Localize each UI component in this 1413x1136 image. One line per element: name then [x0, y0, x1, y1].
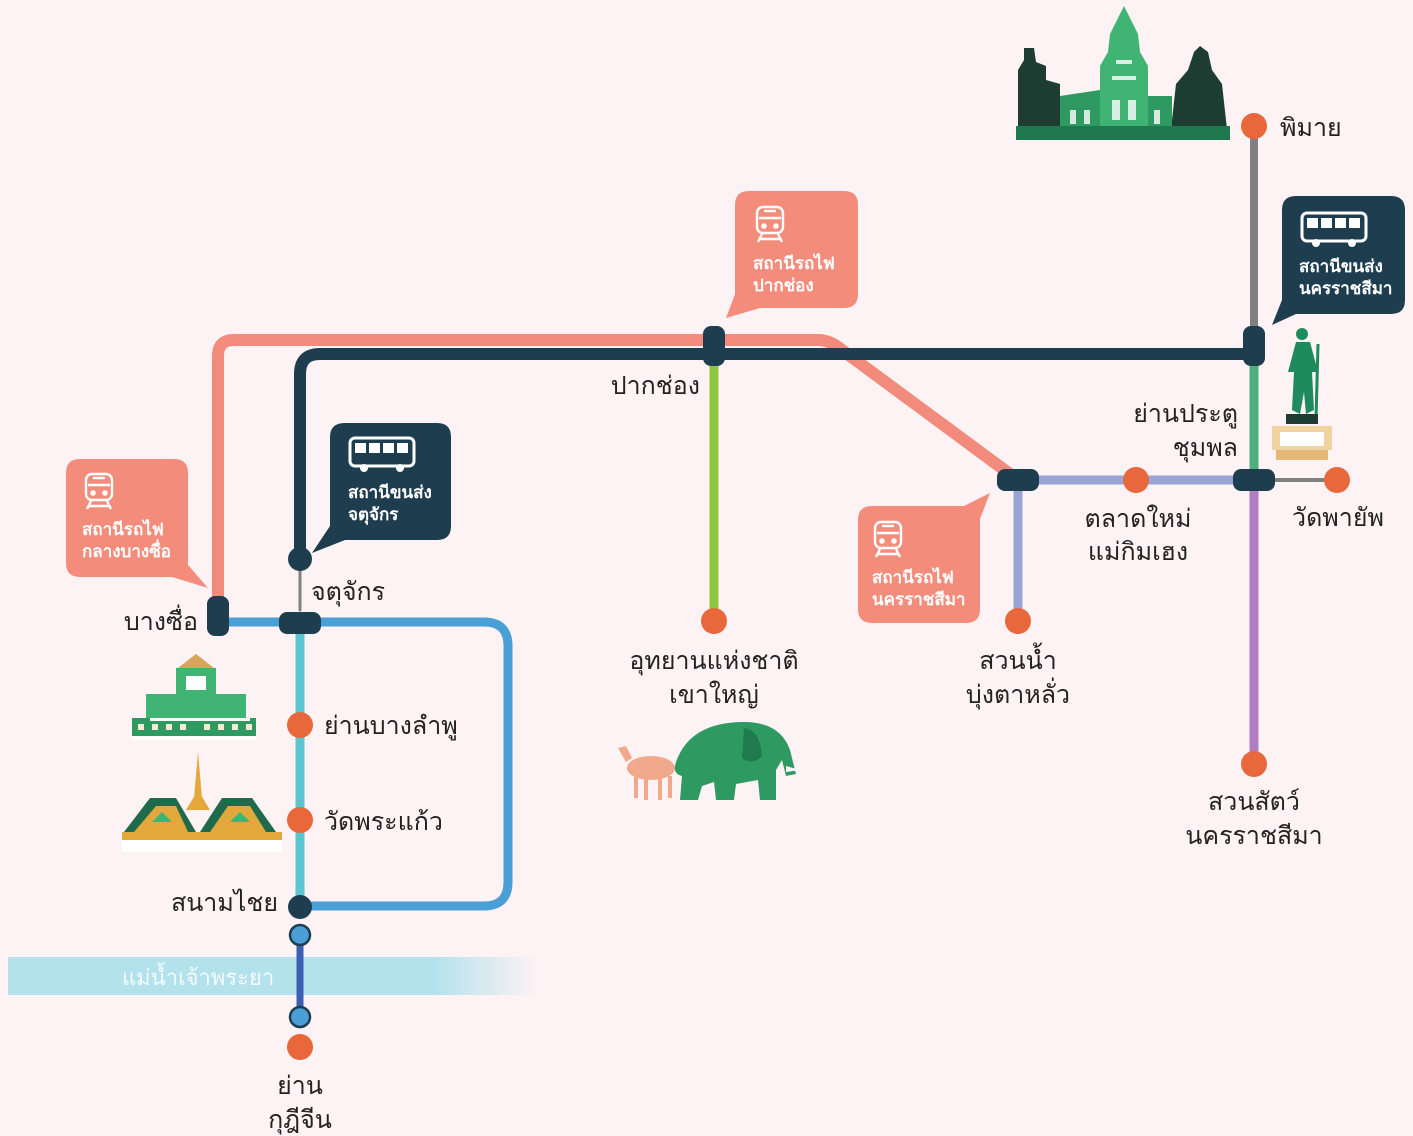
label-zoo-1: สวนสัตว์	[1208, 787, 1300, 816]
bubble-bang-sue-rail: สถานีรถไฟ กลางบางซื่อ	[66, 459, 208, 588]
hub-korat-bus[interactable]	[1243, 326, 1265, 366]
river-label: แม่น้ำเจ้าพระยา	[122, 962, 274, 991]
bubble-bang-sue-line1: สถานีรถไฟ	[82, 519, 164, 540]
label-mae-kim-heng-2: แม่กิมเฮง	[1088, 537, 1188, 566]
bubble-korat-rail-line1: สถานีรถไฟ	[872, 567, 954, 588]
label-suan-nam-2: บุ่งตาหลั่ว	[966, 677, 1070, 710]
bubble-pak-chong-rail: สถานีรถไฟ ปากช่อง	[726, 191, 858, 318]
label-zoo-2: นครราชสีมา	[1185, 821, 1322, 850]
stop-suan-nam[interactable]	[1005, 608, 1031, 634]
label-pratu-chumphon-1: ย่านประตู	[1133, 399, 1238, 429]
label-kudi-chin-1: ย่าน	[277, 1071, 323, 1100]
bubble-chatuchak-bus: สถานีขนส่ง จตุจักร	[312, 423, 451, 553]
stop-mae-kim-heng[interactable]	[1123, 467, 1149, 493]
label-wat-phayap: วัดพายัพ	[1292, 503, 1384, 532]
road-line	[294, 348, 1260, 562]
label-mae-kim-heng-1: ตลาดใหม่	[1085, 504, 1192, 533]
stop-wat-phayap[interactable]	[1324, 467, 1350, 493]
stop-phimai[interactable]	[1241, 113, 1267, 139]
label-wat-phra-kaew: วัดพระแก้ว	[324, 807, 443, 836]
rail-line	[212, 334, 1024, 620]
train-icon	[873, 520, 903, 558]
bus-icon	[1300, 211, 1368, 247]
stop-khao-yai[interactable]	[701, 608, 727, 634]
hub-bang-sue[interactable]	[207, 596, 229, 636]
bubble-korat-bus-line1: สถานีขนส่ง	[1299, 256, 1383, 277]
label-chatuchak: จตุจักร	[311, 577, 385, 607]
bangkok-loop-line	[213, 617, 513, 911]
label-suan-nam-1: สวนน้ำ	[979, 642, 1057, 675]
label-pratu-chumphon-2: ชุมพล	[1173, 433, 1238, 463]
bubble-chatuchak-line2: จตุจักร	[348, 505, 399, 525]
label-bang-sue: บางซื่อ	[124, 604, 198, 636]
bubble-korat-rail: สถานีรถไฟ นครราชสีมา	[858, 493, 990, 623]
hub-pak-chong[interactable]	[703, 326, 725, 366]
fort-icon	[132, 654, 256, 740]
hub-sanam-chai[interactable]	[288, 895, 312, 919]
hub-pratu-chumphon[interactable]	[1233, 469, 1275, 491]
label-bang-lamphu: ย่านบางลำพู	[324, 711, 458, 741]
stop-wat-phra-kaew[interactable]	[287, 807, 313, 833]
chao-phraya-river	[8, 957, 538, 995]
hub-chatuchak[interactable]	[288, 547, 312, 571]
train-icon	[755, 205, 785, 243]
bubble-pak-chong-line1: สถานีรถไฟ	[753, 253, 835, 274]
bubble-bang-sue-line2: กลางบางซื่อ	[82, 539, 171, 562]
river-stop-north[interactable]	[288, 923, 312, 947]
bubble-korat-rail-line2: นครราชสีมา	[872, 589, 965, 610]
train-icon	[84, 472, 114, 510]
hub-korat-rail[interactable]	[997, 469, 1039, 491]
river-stop-south[interactable]	[288, 1005, 312, 1029]
label-khao-yai-1: อุทยานแห่งชาติ	[629, 646, 798, 676]
label-kudi-chin-2: กุฎีจีน	[268, 1105, 332, 1135]
stop-zoo[interactable]	[1241, 751, 1267, 777]
bus-icon	[348, 436, 416, 472]
label-khao-yai-2: เขาใหญ่	[669, 680, 759, 709]
elephant-and-deer-icon	[618, 722, 800, 800]
grand-palace-icon	[122, 752, 282, 852]
phimai-temple-icon	[1016, 6, 1230, 140]
stop-kudi-chin[interactable]	[287, 1034, 313, 1060]
bubble-korat-bus: สถานีขนส่ง นครราชสีมา	[1272, 196, 1405, 325]
thao-suranari-monument-icon	[1272, 328, 1332, 460]
label-pak-chong: ปากช่อง	[611, 371, 700, 400]
label-phimai: พิมาย	[1280, 113, 1342, 142]
bubble-korat-bus-line2: นครราชสีมา	[1299, 278, 1392, 299]
stop-bang-lamphu[interactable]	[287, 712, 313, 738]
bubble-chatuchak-line1: สถานีขนส่ง	[348, 482, 432, 503]
hub-chatuchak-junction[interactable]	[279, 612, 321, 634]
label-sanam-chai: สนามไชย	[171, 888, 278, 917]
bubble-pak-chong-line2: ปากช่อง	[753, 276, 814, 296]
